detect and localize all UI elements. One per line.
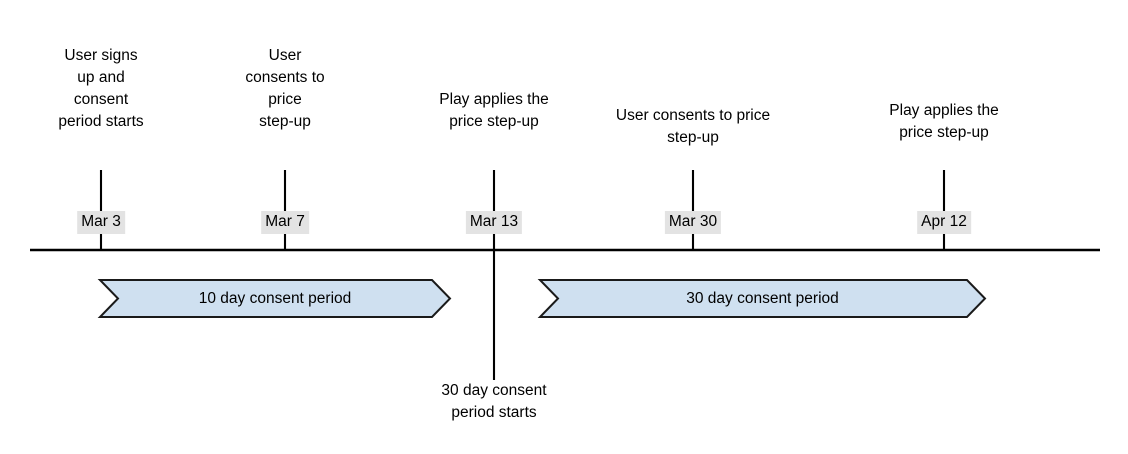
band-30-day-label: 30 day consent period xyxy=(686,289,839,307)
date-chip-mar-30: Mar 30 xyxy=(664,211,722,234)
date-chip-mar-13: Mar 13 xyxy=(465,211,523,234)
timeline-ticks xyxy=(99,170,946,380)
consent-period-bands xyxy=(97,279,987,318)
date-chip-mar-7: Mar 7 xyxy=(261,211,309,234)
band-10-day-shape xyxy=(97,279,452,318)
band-30-day-shape xyxy=(537,279,987,318)
event-label-mar-3: User signs up and consent period starts xyxy=(58,47,144,130)
note-30-day-start: 30 day consent period starts xyxy=(441,382,547,421)
event-label-apr-12: Play applies the price step-up xyxy=(889,102,999,141)
date-chip-mar-3: Mar 3 xyxy=(77,211,125,234)
event-label-mar-13: Play applies the price step-up xyxy=(439,91,549,130)
date-chip-apr-12: Apr 12 xyxy=(917,211,971,234)
band-10-day-label: 10 day consent period xyxy=(198,289,352,307)
event-label-mar-7: User consents to price step-up xyxy=(245,47,325,130)
event-label-mar-30: User consents to price step-up xyxy=(615,107,771,146)
